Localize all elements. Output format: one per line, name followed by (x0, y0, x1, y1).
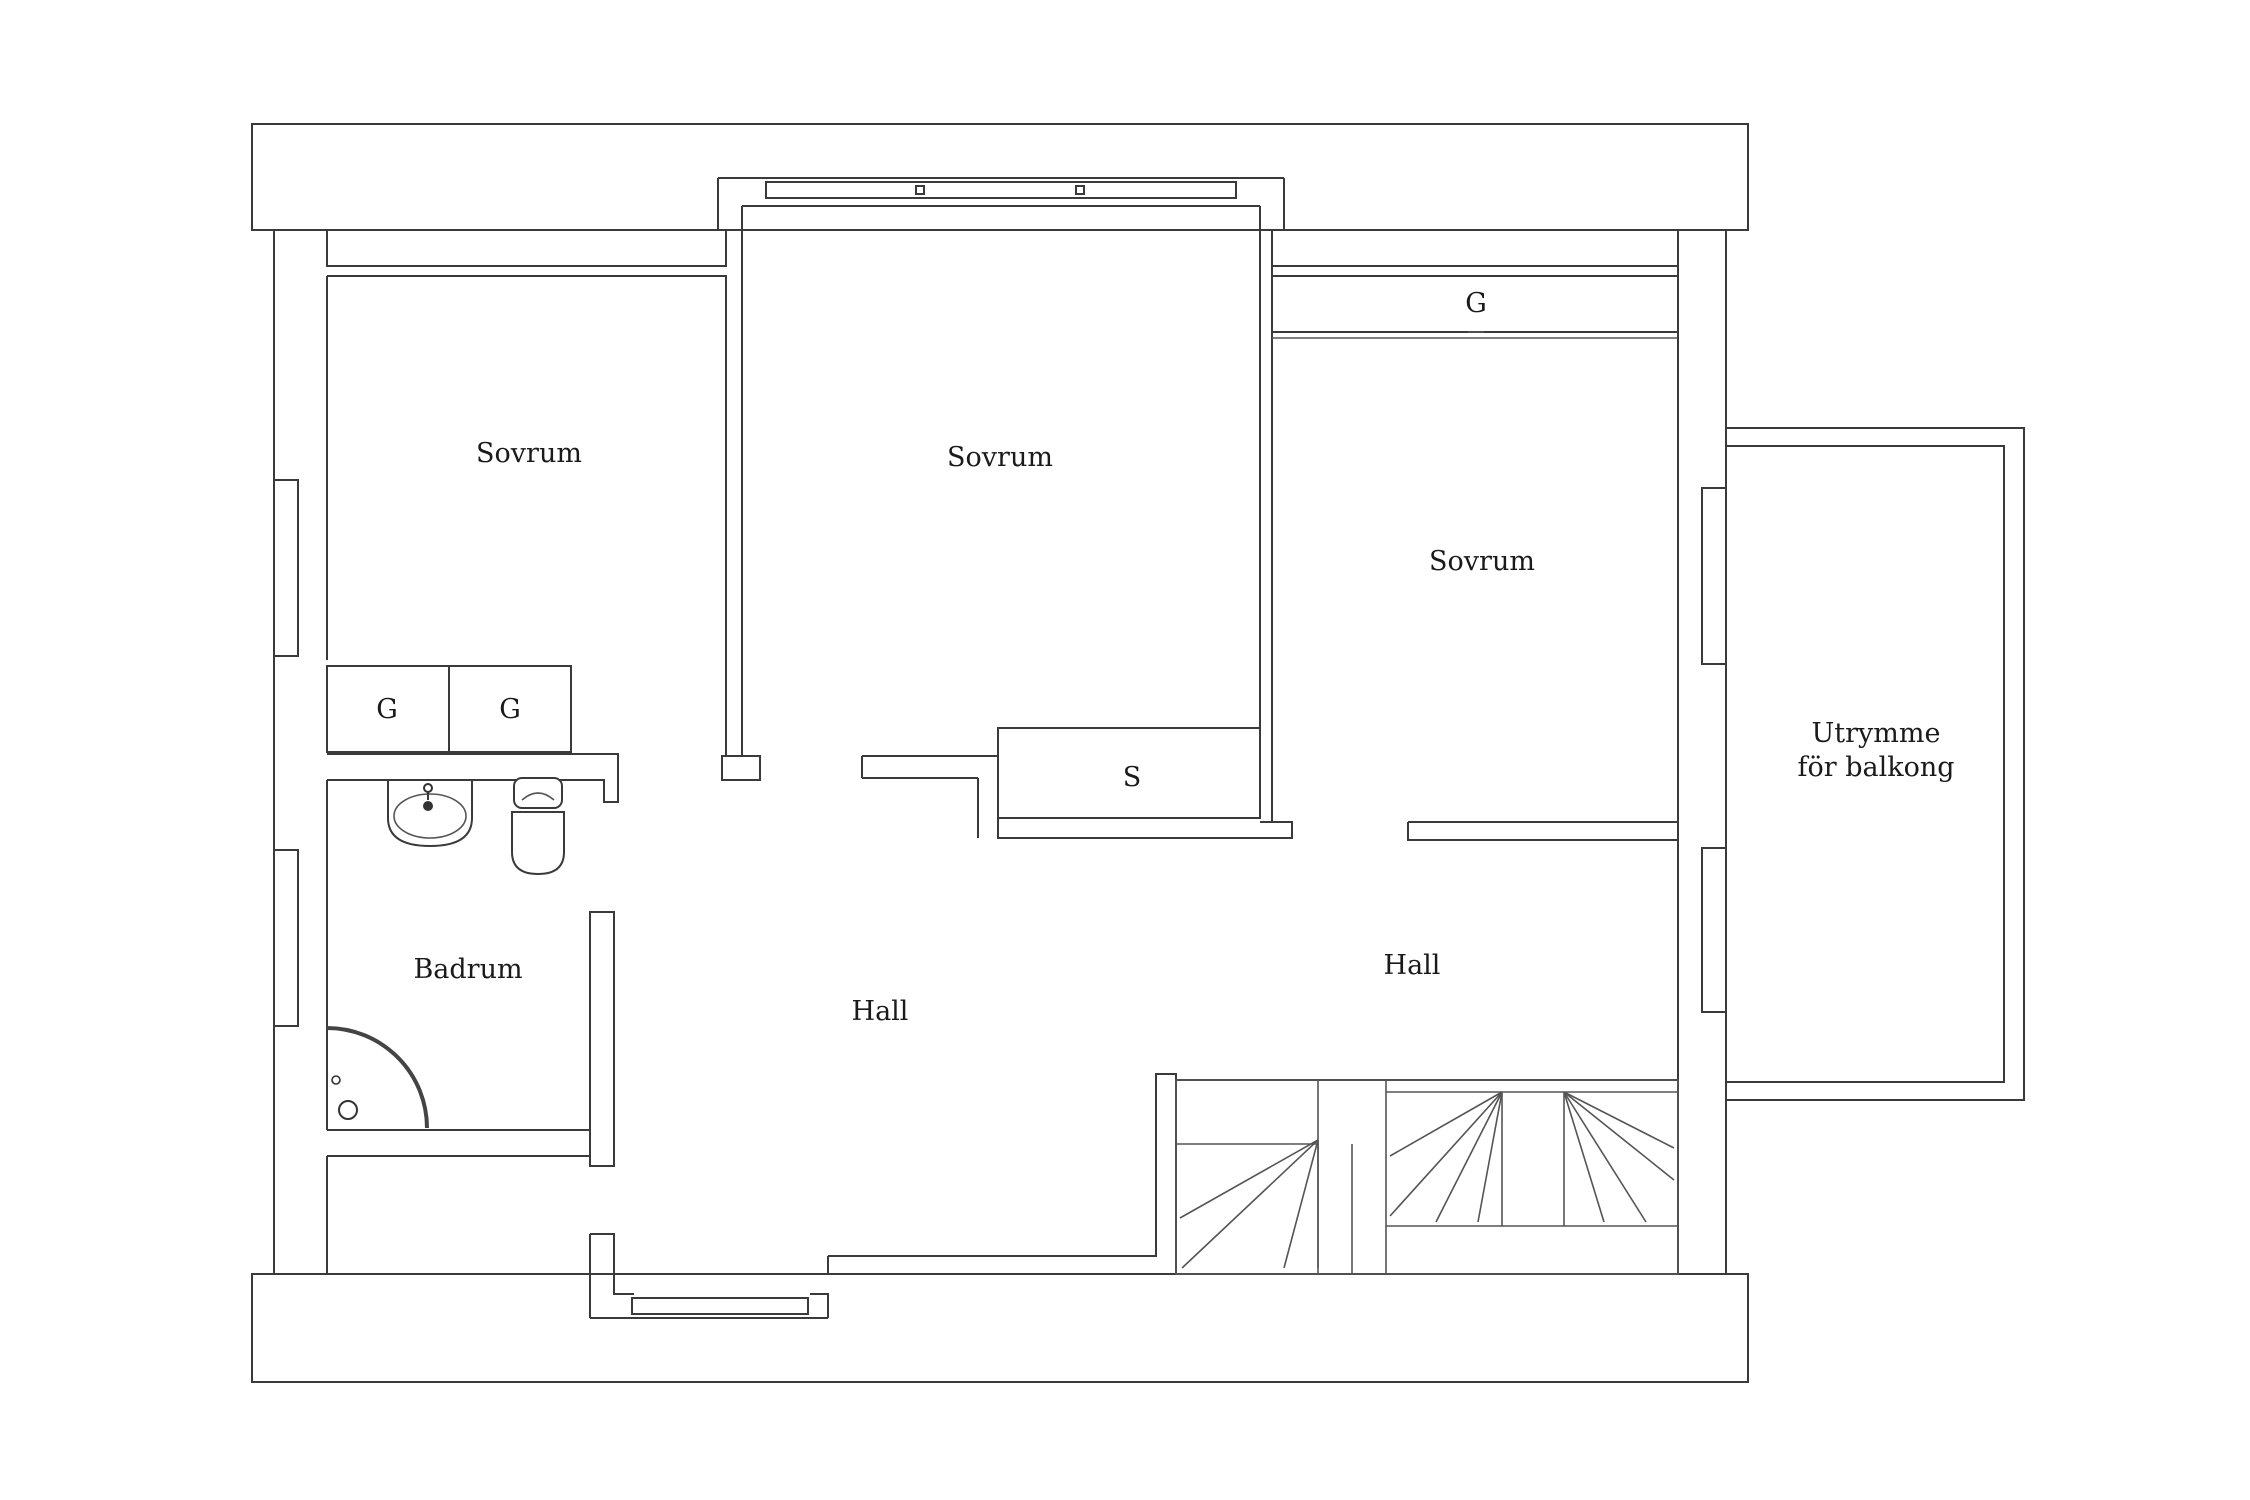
room-label-sovrum-right: Sovrum (1429, 546, 1535, 577)
room-label-utrymme-line1: Utrymme (1812, 718, 1941, 749)
balcony-storage (1726, 427, 2025, 1101)
window-bottom (631, 1297, 809, 1315)
roof-band-bottom (251, 1273, 1749, 1383)
room-label-utrymme-line2: för balkong (1797, 752, 1954, 783)
storage-label-s: S (1123, 762, 1142, 793)
storage-label-g-left-1: G (376, 694, 398, 725)
shower (326, 1026, 429, 1131)
storage-label-g-right: G (1465, 288, 1487, 319)
window-right-upper (1701, 487, 1727, 665)
room-label-hall-left: Hall (852, 996, 909, 1027)
room-label-sovrum-middle: Sovrum (947, 442, 1053, 473)
toilet (511, 777, 565, 876)
right-bedroom-walls (1271, 266, 1679, 841)
room-label-badrum: Badrum (413, 954, 522, 985)
windows (273, 181, 1727, 1315)
wardrobe-left-2 (448, 665, 572, 753)
staircase (1175, 1079, 1679, 1275)
window-left-upper (273, 479, 299, 657)
storage-label-g-left-2: G (499, 694, 521, 725)
wardrobe-left-1 (326, 665, 450, 753)
bathroom-walls (326, 780, 615, 1274)
closet-s (997, 727, 1261, 819)
room-label-sovrum-left: Sovrum (476, 438, 582, 469)
left-bedroom-walls (326, 275, 761, 803)
room-label-hall-right: Hall (1384, 950, 1441, 981)
window-left-lower (273, 849, 299, 1027)
middle-bedroom-walls (861, 727, 1293, 839)
window-right-lower (1701, 847, 1727, 1013)
outer-walls (273, 177, 1727, 1274)
wardrobe-right (1271, 275, 1679, 333)
window-top-middle (765, 181, 1237, 199)
sink (387, 779, 473, 848)
